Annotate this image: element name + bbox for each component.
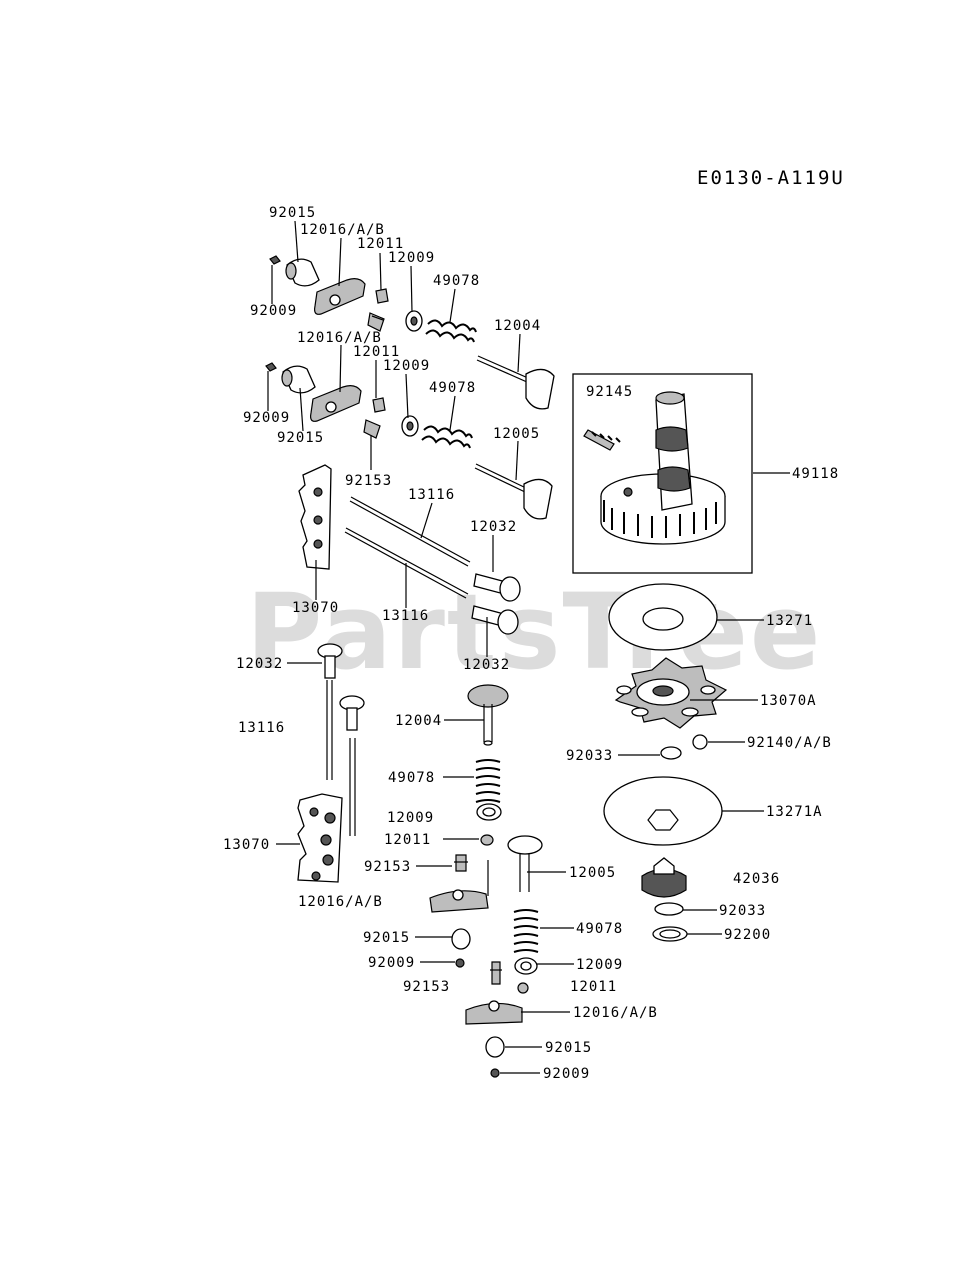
- label-49078: 49078: [388, 770, 435, 786]
- rocker-assembly-middle: [265, 362, 553, 520]
- label-42036: 42036: [733, 871, 780, 887]
- gear-42036: [641, 857, 687, 898]
- label-92015: 92015: [277, 430, 324, 446]
- label-12005: 12005: [493, 426, 540, 442]
- label-49078: 49078: [433, 273, 480, 289]
- label-13271: 13271: [766, 613, 813, 629]
- label-49078: 49078: [429, 380, 476, 396]
- tappets-upper: [471, 573, 521, 635]
- bracket-13070-upper: [298, 464, 332, 570]
- label-92200: 92200: [724, 927, 771, 943]
- label-13070: 13070: [292, 600, 339, 616]
- camshaft-assembly: [572, 373, 753, 574]
- label-12011: 12011: [384, 832, 431, 848]
- label-12009: 12009: [388, 250, 435, 266]
- label-12016: 12016/A/B: [300, 222, 385, 238]
- label-92153: 92153: [345, 473, 392, 489]
- label-92015: 92015: [545, 1040, 592, 1056]
- label-13116: 13116: [382, 608, 429, 624]
- washer-13271: [608, 583, 718, 651]
- clip-92033-lower: [654, 902, 684, 916]
- label-92015: 92015: [269, 205, 316, 221]
- tappet-pushrod-left: [317, 643, 365, 836]
- label-49078: 49078: [576, 921, 623, 937]
- label-12032: 12032: [470, 519, 517, 535]
- push-rods-upper: [344, 496, 471, 599]
- leader-lines: [267, 220, 790, 1074]
- clip-92033-upper: [660, 746, 682, 760]
- dish-13271A: [603, 776, 723, 846]
- label-92140: 92140/A/B: [747, 735, 832, 751]
- label-12016: 12016/A/B: [573, 1005, 658, 1021]
- valve-stack-right: [465, 835, 543, 1078]
- label-92009: 92009: [243, 410, 290, 426]
- ball-92140: [692, 734, 708, 750]
- diagram-code: E0130-A119U: [697, 167, 845, 189]
- part-labels: 92015 12016/A/B 12011 12009 49078 92009 …: [223, 205, 839, 1082]
- label-13271A: 13271A: [766, 804, 823, 820]
- label-92033: 92033: [566, 748, 613, 764]
- label-92009: 92009: [250, 303, 297, 319]
- bracket-13070-lower: [297, 793, 343, 883]
- label-12005: 12005: [569, 865, 616, 881]
- label-92033: 92033: [719, 903, 766, 919]
- label-12016: 12016/A/B: [298, 894, 383, 910]
- label-12009: 12009: [387, 810, 434, 826]
- label-13116: 13116: [238, 720, 285, 736]
- label-12011: 12011: [353, 344, 400, 360]
- label-12011: 12011: [570, 979, 617, 995]
- label-92015: 92015: [363, 930, 410, 946]
- governor-13070A: [614, 657, 728, 729]
- label-49118: 49118: [792, 466, 839, 482]
- label-12016: 12016/A/B: [297, 330, 382, 346]
- label-12011: 12011: [357, 236, 404, 252]
- label-12004: 12004: [395, 713, 442, 729]
- label-12032: 12032: [463, 657, 510, 673]
- label-92153: 92153: [364, 859, 411, 875]
- label-92009: 92009: [368, 955, 415, 971]
- label-92145: 92145: [586, 384, 633, 400]
- label-92009: 92009: [543, 1066, 590, 1082]
- valve-stack-center: [429, 684, 509, 968]
- label-12009: 12009: [576, 957, 623, 973]
- label-12009: 12009: [383, 358, 430, 374]
- watermark-text: PartsTree: [246, 571, 822, 693]
- label-13116: 13116: [408, 487, 455, 503]
- label-92153: 92153: [403, 979, 450, 995]
- label-12004: 12004: [494, 318, 541, 334]
- rocker-assembly-upper: [269, 255, 555, 410]
- label-12032: 12032: [236, 656, 283, 672]
- label-13070: 13070: [223, 837, 270, 853]
- label-13070A: 13070A: [760, 693, 817, 709]
